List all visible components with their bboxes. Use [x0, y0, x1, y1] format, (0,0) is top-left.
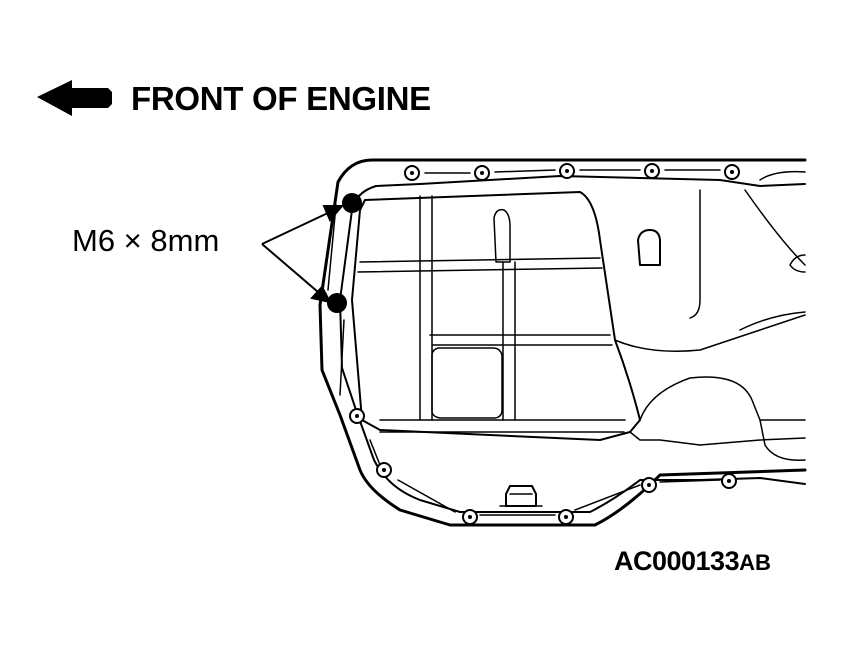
- bolt-spec-label: M6 × 8mm: [72, 223, 220, 258]
- highlighted-bolt-lower: [327, 293, 347, 313]
- bolt-hole-centers: [355, 169, 734, 519]
- callout-leader-lines: [261, 205, 345, 304]
- figure-code-main: AC000133: [614, 546, 740, 576]
- highlighted-bolt-upper: [342, 193, 362, 213]
- figure-code: AC000133AB: [614, 548, 771, 575]
- oil-pan: [318, 158, 807, 527]
- figure-code-suffix: AB: [739, 550, 771, 575]
- front-of-engine-label: FRONT OF ENGINE: [131, 80, 431, 117]
- highlighted-bolts: [327, 193, 362, 313]
- left-arrow-icon: [37, 80, 112, 116]
- bolt-holes: [349, 163, 740, 525]
